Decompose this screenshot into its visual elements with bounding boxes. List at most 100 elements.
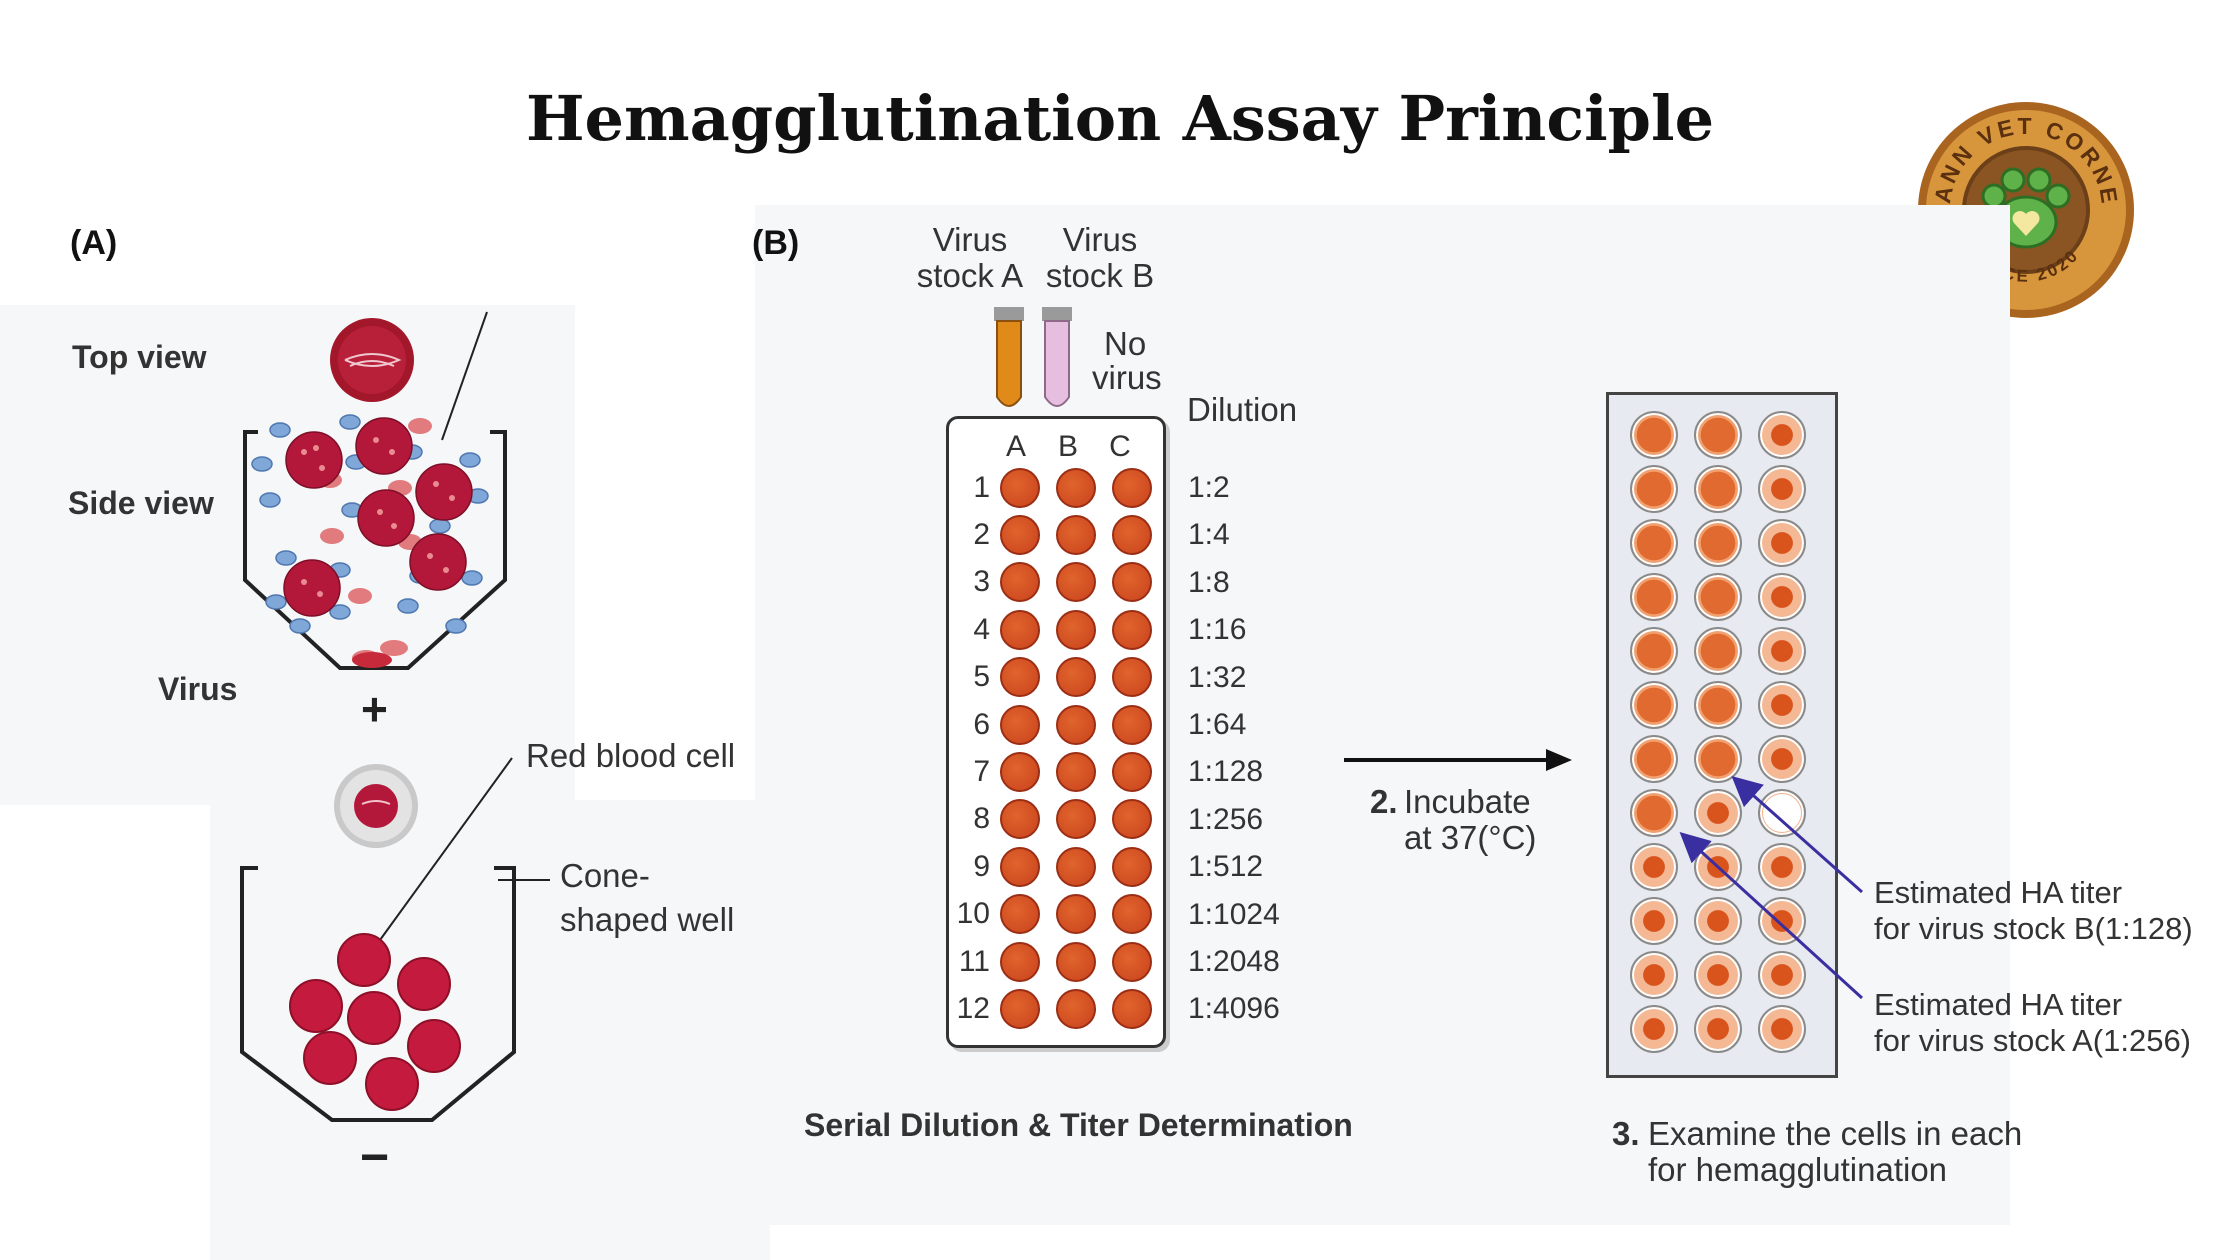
virus-tubes <box>994 307 1072 407</box>
plate-row: 1 <box>950 464 1160 511</box>
plate-well <box>1000 657 1040 698</box>
plate-well <box>1000 562 1040 603</box>
dilution-value: 1:4 <box>1188 518 1230 552</box>
incubate-arrow <box>1344 749 1572 771</box>
plate-well <box>1000 799 1040 840</box>
plate-well <box>1112 657 1152 698</box>
dilution-value: 1:2 <box>1188 471 1230 504</box>
plate-well <box>1000 941 1040 982</box>
result-row <box>1622 948 1818 1002</box>
result-row <box>1622 732 1818 786</box>
panel-a-illustration <box>240 311 550 1122</box>
examine-label-line2: for hemagglutination <box>1648 1151 1948 1188</box>
plate-well <box>1056 704 1096 745</box>
plate-row: 7 <box>950 748 1160 795</box>
serial-dilution-caption: Serial Dilution & Titer Determination <box>804 1107 1353 1143</box>
result-well-button <box>1758 519 1806 567</box>
plate-well <box>1000 704 1040 745</box>
agglutination-well <box>243 430 507 670</box>
result-well-button <box>1758 681 1806 729</box>
result-well-agglutinated <box>1630 735 1678 783</box>
plate-well <box>1056 515 1096 556</box>
plate-well <box>1112 941 1152 982</box>
result-well-agglutinated <box>1694 411 1742 459</box>
plate-row: 10 <box>950 891 1160 938</box>
plate-well <box>1000 752 1040 793</box>
plate-row-number: 4 <box>973 612 990 646</box>
plate-row: 8 <box>950 796 1160 843</box>
result-well-agglutinated <box>1694 735 1742 783</box>
plate-row: 11 <box>950 938 1160 985</box>
dilution-value: 1:512 <box>1188 850 1264 884</box>
cone-shaped-well <box>240 866 516 1122</box>
plate-row: 5 <box>950 654 1160 701</box>
dilution-value: 1:128 <box>1188 755 1264 789</box>
virus-label: Virus <box>158 671 238 707</box>
plate-well <box>1056 609 1096 650</box>
plate-row-number: 7 <box>973 755 990 789</box>
result-well-button <box>1630 843 1678 891</box>
result-row <box>1622 516 1818 570</box>
result-row <box>1622 408 1818 462</box>
incubate-label-line2: at 37(°C) <box>1404 819 1537 856</box>
plate-well <box>1056 988 1096 1029</box>
titer-annotation-arrows <box>1679 776 1864 1000</box>
panel-a-background-lower <box>210 800 770 1260</box>
plate-column-header: C <box>1109 430 1131 463</box>
dilution-value: 1:64 <box>1188 707 1247 741</box>
rbc-pellet <box>289 933 461 1111</box>
result-well-agglutinated <box>1694 627 1742 675</box>
plate-well <box>1056 562 1096 603</box>
result-row <box>1622 624 1818 678</box>
result-well-agglutinated <box>1630 573 1678 621</box>
tube-stock-a <box>994 307 1024 407</box>
tube-stock-b <box>1042 307 1072 407</box>
plate-well <box>1000 988 1040 1029</box>
result-well-button <box>1758 843 1806 891</box>
result-wells <box>1622 408 1818 1056</box>
stock-b-label-line1: Virus <box>1062 221 1138 258</box>
result-well-button <box>1630 897 1678 945</box>
stock-a-label-line1: Virus <box>932 221 1008 258</box>
result-well-agglutinated <box>1630 789 1678 837</box>
panel-a-letter: (A) <box>70 224 118 262</box>
no-virus-label-line1: No <box>1104 325 1147 362</box>
plate-well <box>1112 515 1152 556</box>
titer-b-arrow <box>1731 776 1863 894</box>
result-well-agglutinated <box>1630 465 1678 513</box>
titer-b-label-line2: for virus stock B(1:128) <box>1874 911 2193 946</box>
result-well-button <box>1630 1005 1678 1053</box>
plate-row-number: 8 <box>973 802 990 836</box>
plate-well <box>1056 752 1096 793</box>
result-well-button <box>1758 411 1806 459</box>
result-well-button <box>1758 951 1806 999</box>
stock-a-label-line2: stock A <box>916 257 1024 294</box>
result-well-button <box>1758 897 1806 945</box>
result-well-button <box>1758 735 1806 783</box>
stock-b-label-line2: stock B <box>1045 257 1155 294</box>
dilution-value: 1:32 <box>1188 660 1247 694</box>
plate-well <box>1056 467 1096 508</box>
virus-rbc-lattice <box>251 414 489 668</box>
result-well-button <box>1694 1005 1742 1053</box>
page-title: Hemagglutination Assay Principle <box>525 82 1715 155</box>
plate-row-number: 11 <box>958 944 990 978</box>
dilution-value: 1:1024 <box>1188 897 1280 931</box>
plate-well <box>1056 657 1096 698</box>
result-well-button <box>1758 627 1806 675</box>
result-well-agglutinated <box>1630 411 1678 459</box>
plate-well <box>1112 799 1152 840</box>
plate-row: 6 <box>950 701 1160 748</box>
plate-well <box>1056 846 1096 887</box>
result-well-button <box>1630 951 1678 999</box>
plus-sign: + <box>361 683 388 735</box>
titer-a-arrow <box>1679 831 1864 1000</box>
top-view-label: Top view <box>72 339 207 375</box>
plate-row: 12 <box>950 985 1160 1032</box>
result-row <box>1622 1002 1818 1056</box>
paw-heart-icon <box>1981 167 2071 249</box>
titer-a-label-line2: for virus stock A(1:256) <box>1874 1023 2192 1058</box>
result-well-agglutinated <box>1630 681 1678 729</box>
result-row <box>1622 678 1818 732</box>
